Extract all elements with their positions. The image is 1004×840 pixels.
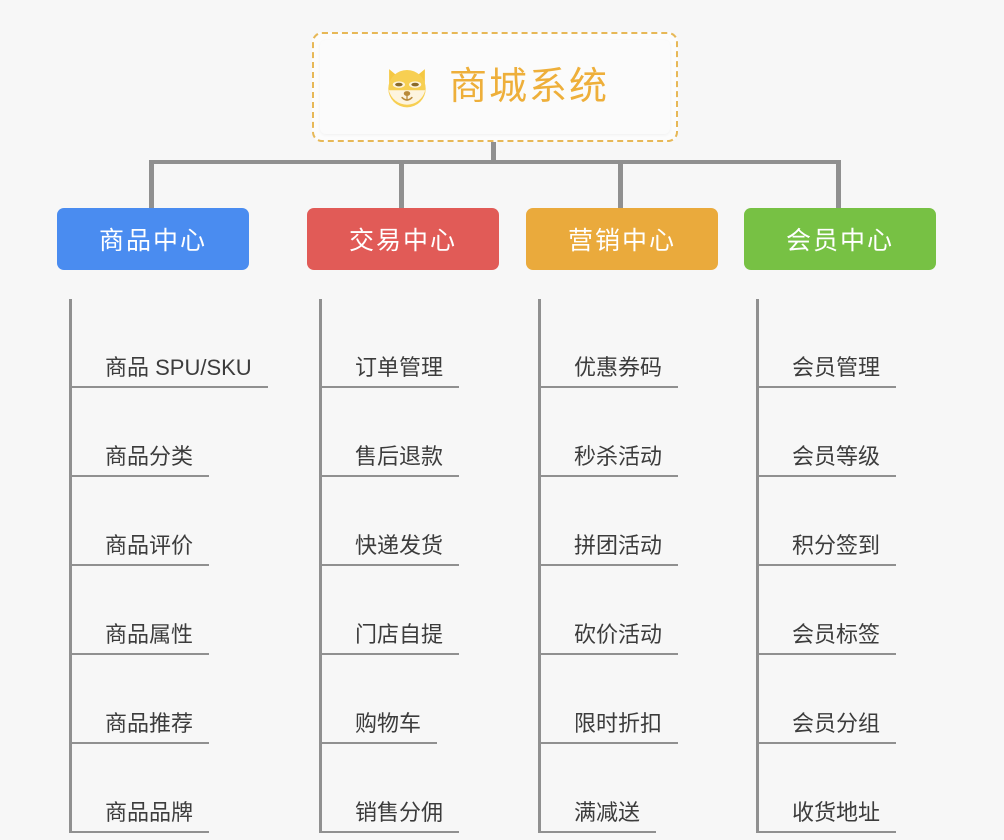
leaf-label: 商品分类 [105,444,194,469]
branch-leaf-list-3: 优惠券码 秒杀活动 拼团活动 砍价活动 限时折扣 满减送 [538,299,718,833]
branch-header-1[interactable]: 商品中心 [57,208,249,270]
root-node[interactable]: 商城系统 [312,32,678,142]
connector-drop-1 [149,160,154,208]
branch-column-4: 会员中心 会员管理 会员等级 积分签到 会员标签 会员分组 [744,208,936,833]
leaf-item[interactable]: 会员标签 [756,566,936,655]
root-node-inner: 商城系统 [320,40,670,134]
leaf-underline [319,386,459,388]
leaf-underline [756,564,896,566]
leaf-item[interactable]: 售后退款 [319,388,499,477]
leaf-label: 会员管理 [792,355,881,380]
leaf-item[interactable]: 商品分类 [69,388,249,477]
leaf-item[interactable]: 商品品牌 [69,744,249,833]
leaf-underline [538,831,656,833]
leaf-underline [69,742,209,744]
connector-drop-2 [399,160,404,208]
leaf-label: 限时折扣 [574,711,663,736]
leaf-label: 积分签到 [792,533,881,558]
connector-bus [149,160,840,164]
leaf-underline [69,564,209,566]
branch-column-3: 营销中心 优惠券码 秒杀活动 拼团活动 砍价活动 限时折扣 [526,208,718,833]
leaf-item[interactable]: 积分签到 [756,477,936,566]
leaf-label: 商品品牌 [105,800,194,825]
leaf-underline [538,564,678,566]
leaf-label: 门店自提 [355,622,444,647]
branch-leaf-list-1: 商品 SPU/SKU 商品分类 商品评价 商品属性 商品推荐 商品品牌 [69,299,268,833]
leaf-item[interactable]: 商品属性 [69,566,249,655]
leaf-item[interactable]: 会员管理 [756,299,936,388]
leaf-rail [756,299,759,833]
leaf-underline [319,564,459,566]
leaf-label: 商品评价 [105,533,194,558]
leaf-label: 满减送 [574,800,641,825]
leaf-item[interactable]: 砍价活动 [538,566,718,655]
leaf-underline [69,653,209,655]
leaf-underline [756,386,896,388]
leaf-underline [756,742,896,744]
leaf-item[interactable]: 满减送 [538,744,718,833]
leaf-item[interactable]: 订单管理 [319,299,499,388]
branch-leaf-list-4: 会员管理 会员等级 积分签到 会员标签 会员分组 收货地址 [756,299,936,833]
leaf-item[interactable]: 秒杀活动 [538,388,718,477]
leaf-underline [538,386,678,388]
leaf-rail [69,299,72,833]
leaf-label: 商品推荐 [105,711,194,736]
leaf-label: 商品属性 [105,622,194,647]
leaf-item[interactable]: 限时折扣 [538,655,718,744]
leaf-underline [69,386,268,388]
leaf-item[interactable]: 拼团活动 [538,477,718,566]
leaf-item[interactable]: 购物车 [319,655,499,744]
leaf-underline [319,653,459,655]
leaf-label: 优惠券码 [574,355,663,380]
leaf-label: 秒杀活动 [574,444,663,469]
leaf-item[interactable]: 门店自提 [319,566,499,655]
leaf-item[interactable]: 销售分佣 [319,744,499,833]
leaf-item[interactable]: 商品 SPU/SKU [69,299,268,388]
leaf-label: 售后退款 [355,444,444,469]
leaf-underline [319,742,437,744]
leaf-label: 销售分佣 [355,800,444,825]
leaf-underline [538,742,678,744]
branch-header-3[interactable]: 营销中心 [526,208,718,270]
leaf-underline [756,475,896,477]
leaf-underline [756,831,896,833]
leaf-item[interactable]: 快递发货 [319,477,499,566]
leaf-item[interactable]: 会员分组 [756,655,936,744]
root-title: 商城系统 [448,66,609,108]
leaf-label: 购物车 [355,711,422,736]
branch-header-2[interactable]: 交易中心 [307,208,499,270]
connector-drop-4 [836,160,841,208]
leaf-underline [319,475,459,477]
branch-column-1: 商品中心 商品 SPU/SKU 商品分类 商品评价 商品属性 商品推荐 [57,208,268,833]
leaf-label: 会员分组 [792,711,881,736]
leaf-underline [69,475,209,477]
leaf-label: 砍价活动 [574,622,663,647]
leaf-label: 快递发货 [355,533,444,558]
leaf-underline [319,831,459,833]
branch-leaf-list-2: 订单管理 售后退款 快递发货 门店自提 购物车 销售分佣 [319,299,499,833]
leaf-item[interactable]: 优惠券码 [538,299,718,388]
leaf-label: 订单管理 [355,355,444,380]
leaf-label: 收货地址 [792,800,881,825]
leaf-label: 商品 SPU/SKU [105,355,252,380]
leaf-label: 会员标签 [792,622,881,647]
leaf-label: 会员等级 [792,444,881,469]
leaf-item[interactable]: 商品评价 [69,477,249,566]
leaf-rail [319,299,322,833]
leaf-rail [538,299,541,833]
leaf-item[interactable]: 收货地址 [756,744,936,833]
leaf-item[interactable]: 商品推荐 [69,655,249,744]
leaf-underline [69,831,209,833]
leaf-item[interactable]: 会员等级 [756,388,936,477]
branch-column-2: 交易中心 订单管理 售后退款 快递发货 门店自提 购物车 [307,208,499,833]
connector-stem [491,142,496,163]
leaf-underline [538,653,678,655]
leaf-underline [538,475,678,477]
branch-header-4[interactable]: 会员中心 [744,208,936,270]
leaf-label: 拼团活动 [574,533,663,558]
dog-face-emoji-icon [388,69,426,108]
leaf-underline [756,653,896,655]
connector-drop-3 [618,160,623,208]
